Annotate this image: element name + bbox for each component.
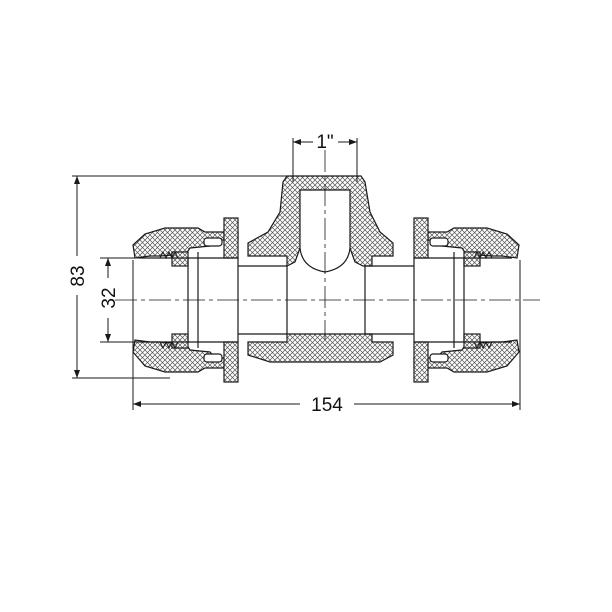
body-upper-wall [247, 175, 394, 267]
right-collar-lower [413, 341, 429, 383]
right-collar-upper [413, 217, 429, 259]
left-seal-lower [203, 353, 223, 363]
dimension-diameter-label: 32 [99, 287, 120, 308]
body-lower-wall [247, 333, 394, 363]
bore-outlines [238, 247, 414, 335]
dimension-lines [72, 138, 521, 410]
dimension-length-label: 154 [311, 395, 343, 416]
right-seal-upper [429, 237, 449, 247]
left-collar-lower [223, 341, 239, 383]
left-coupling [132, 217, 239, 383]
right-seal-lower [429, 353, 449, 363]
right-coupling [413, 217, 520, 383]
center-lines [115, 150, 540, 340]
dimension-height-label: 83 [68, 265, 89, 286]
dimension-thread-label: 1" [316, 132, 333, 153]
left-seal-upper [203, 237, 223, 247]
dimension-arrows [74, 139, 520, 407]
left-collar-upper [223, 217, 239, 259]
tee-body-section [247, 175, 394, 363]
